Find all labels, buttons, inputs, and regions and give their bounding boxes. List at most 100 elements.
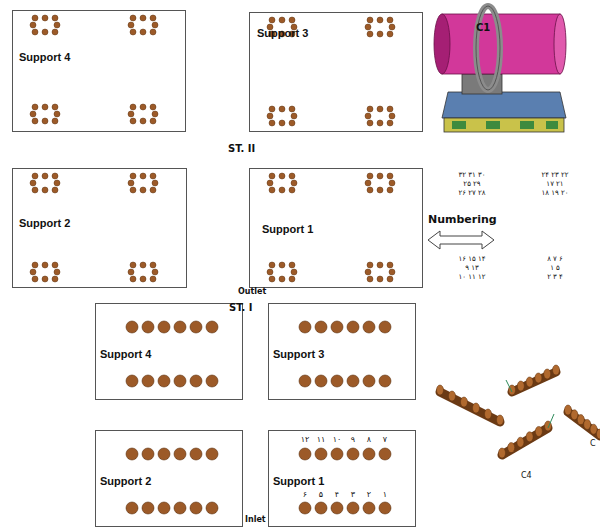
bolt-dot	[331, 321, 343, 333]
bolt-dot	[42, 262, 48, 268]
bolt-dot	[379, 375, 391, 387]
hole-number: ۸ ۷ ۶	[547, 256, 563, 264]
support-label: Support 4	[19, 51, 70, 63]
bolt-dot	[267, 180, 273, 186]
bolt-dot	[379, 321, 391, 333]
bolt-dot	[150, 104, 156, 110]
bolt-dot	[190, 502, 202, 514]
bolt-dot	[315, 502, 327, 514]
bolt-dot	[279, 17, 285, 23]
bolt-dot	[269, 17, 275, 23]
bolt-dot	[269, 276, 275, 282]
flow-label: Inlet	[245, 516, 266, 525]
bolt-dot	[377, 187, 383, 193]
hole-number: ۸	[367, 436, 371, 445]
hole-number: ۱۸ ۱۹ ۲۰	[541, 190, 568, 198]
bolt-dot	[269, 106, 275, 112]
bolt-dot	[42, 15, 48, 21]
bolt-dot	[299, 321, 311, 333]
bolt-dot	[140, 187, 146, 193]
support-label: Support 2	[19, 217, 70, 229]
hole-number: ۱۱	[317, 436, 326, 445]
bolt-dot	[190, 321, 202, 333]
bolt-dot	[152, 111, 158, 117]
bolt-dot	[279, 173, 285, 179]
bolt-dot	[289, 187, 295, 193]
bolt-dot	[206, 375, 218, 387]
bolt-dot	[267, 113, 273, 119]
bolt-dot	[130, 15, 136, 21]
bolt-dot	[347, 448, 359, 460]
bolt-dot	[158, 321, 170, 333]
station-label: ST. II	[228, 143, 255, 154]
bolt-dot	[150, 276, 156, 282]
bolt-dot	[52, 118, 58, 124]
bolt-dot	[289, 276, 295, 282]
bolt-dot	[363, 321, 375, 333]
bolt-dot	[142, 502, 154, 514]
hole-number: ۱۶ ۱۵ ۱۴	[458, 256, 485, 264]
bolt-dot	[377, 120, 383, 126]
support-label: Support 4	[100, 348, 151, 360]
bolt-dot	[315, 321, 327, 333]
hole-number: ۳۲ ۳۱ ۳۰	[458, 172, 485, 180]
hole-number: ۱۰	[333, 436, 342, 445]
bolt-dot	[289, 262, 295, 268]
bolt-dot	[42, 187, 48, 193]
bolt-dot	[389, 24, 395, 30]
bolt-dot	[289, 106, 295, 112]
bolt-dot	[289, 120, 295, 126]
bolt-dot	[279, 120, 285, 126]
bolt-dot	[377, 106, 383, 112]
hole-number: ۴	[335, 491, 339, 500]
bolt-dot	[291, 269, 297, 275]
bolt-dot	[363, 375, 375, 387]
bolt-dot	[269, 262, 275, 268]
bolt-dot	[331, 375, 343, 387]
bolt-dot	[54, 269, 60, 275]
bolt-dot	[152, 180, 158, 186]
hole-number: ۳	[351, 491, 355, 500]
bolt-dot	[389, 269, 395, 275]
bolt-dot	[377, 17, 383, 23]
bolt-dot	[54, 111, 60, 117]
support-label: Support 2	[100, 475, 151, 487]
support-box: Support 4	[95, 303, 243, 400]
bolt-dot	[42, 173, 48, 179]
bolt-dot	[279, 276, 285, 282]
bolt-dot	[377, 262, 383, 268]
part-label: C4	[521, 472, 532, 481]
bolt-dot	[291, 180, 297, 186]
bolt-dot	[367, 173, 373, 179]
bolt-dot	[367, 31, 373, 37]
bolt-dot	[140, 173, 146, 179]
bolt-dot	[389, 180, 395, 186]
bolt-dot	[174, 448, 186, 460]
bolt-dot	[315, 375, 327, 387]
bolt-dot	[54, 180, 60, 186]
bolt-dot	[52, 29, 58, 35]
hole-number: ۹	[351, 436, 355, 445]
bolt-dot	[377, 173, 383, 179]
bolt-dot	[150, 15, 156, 21]
bolt-dot	[42, 104, 48, 110]
bolt-dot	[52, 187, 58, 193]
bolt-dot	[140, 262, 146, 268]
bolt-dot	[142, 448, 154, 460]
bolt-dot	[130, 187, 136, 193]
bolt-dot	[365, 113, 371, 119]
support-box: Support 1	[249, 168, 423, 288]
bolt-dot	[279, 106, 285, 112]
bolt-dot	[377, 31, 383, 37]
bolt-dot	[42, 276, 48, 282]
bolt-dot	[387, 276, 393, 282]
bolt-dot	[152, 22, 158, 28]
bolt-dot	[363, 502, 375, 514]
bolt-dot	[279, 187, 285, 193]
bolt-dot	[130, 104, 136, 110]
bolt-dot	[52, 262, 58, 268]
bolt-holes	[30, 15, 395, 514]
bolt-dot	[32, 104, 38, 110]
support-label: Support 3	[273, 348, 324, 360]
